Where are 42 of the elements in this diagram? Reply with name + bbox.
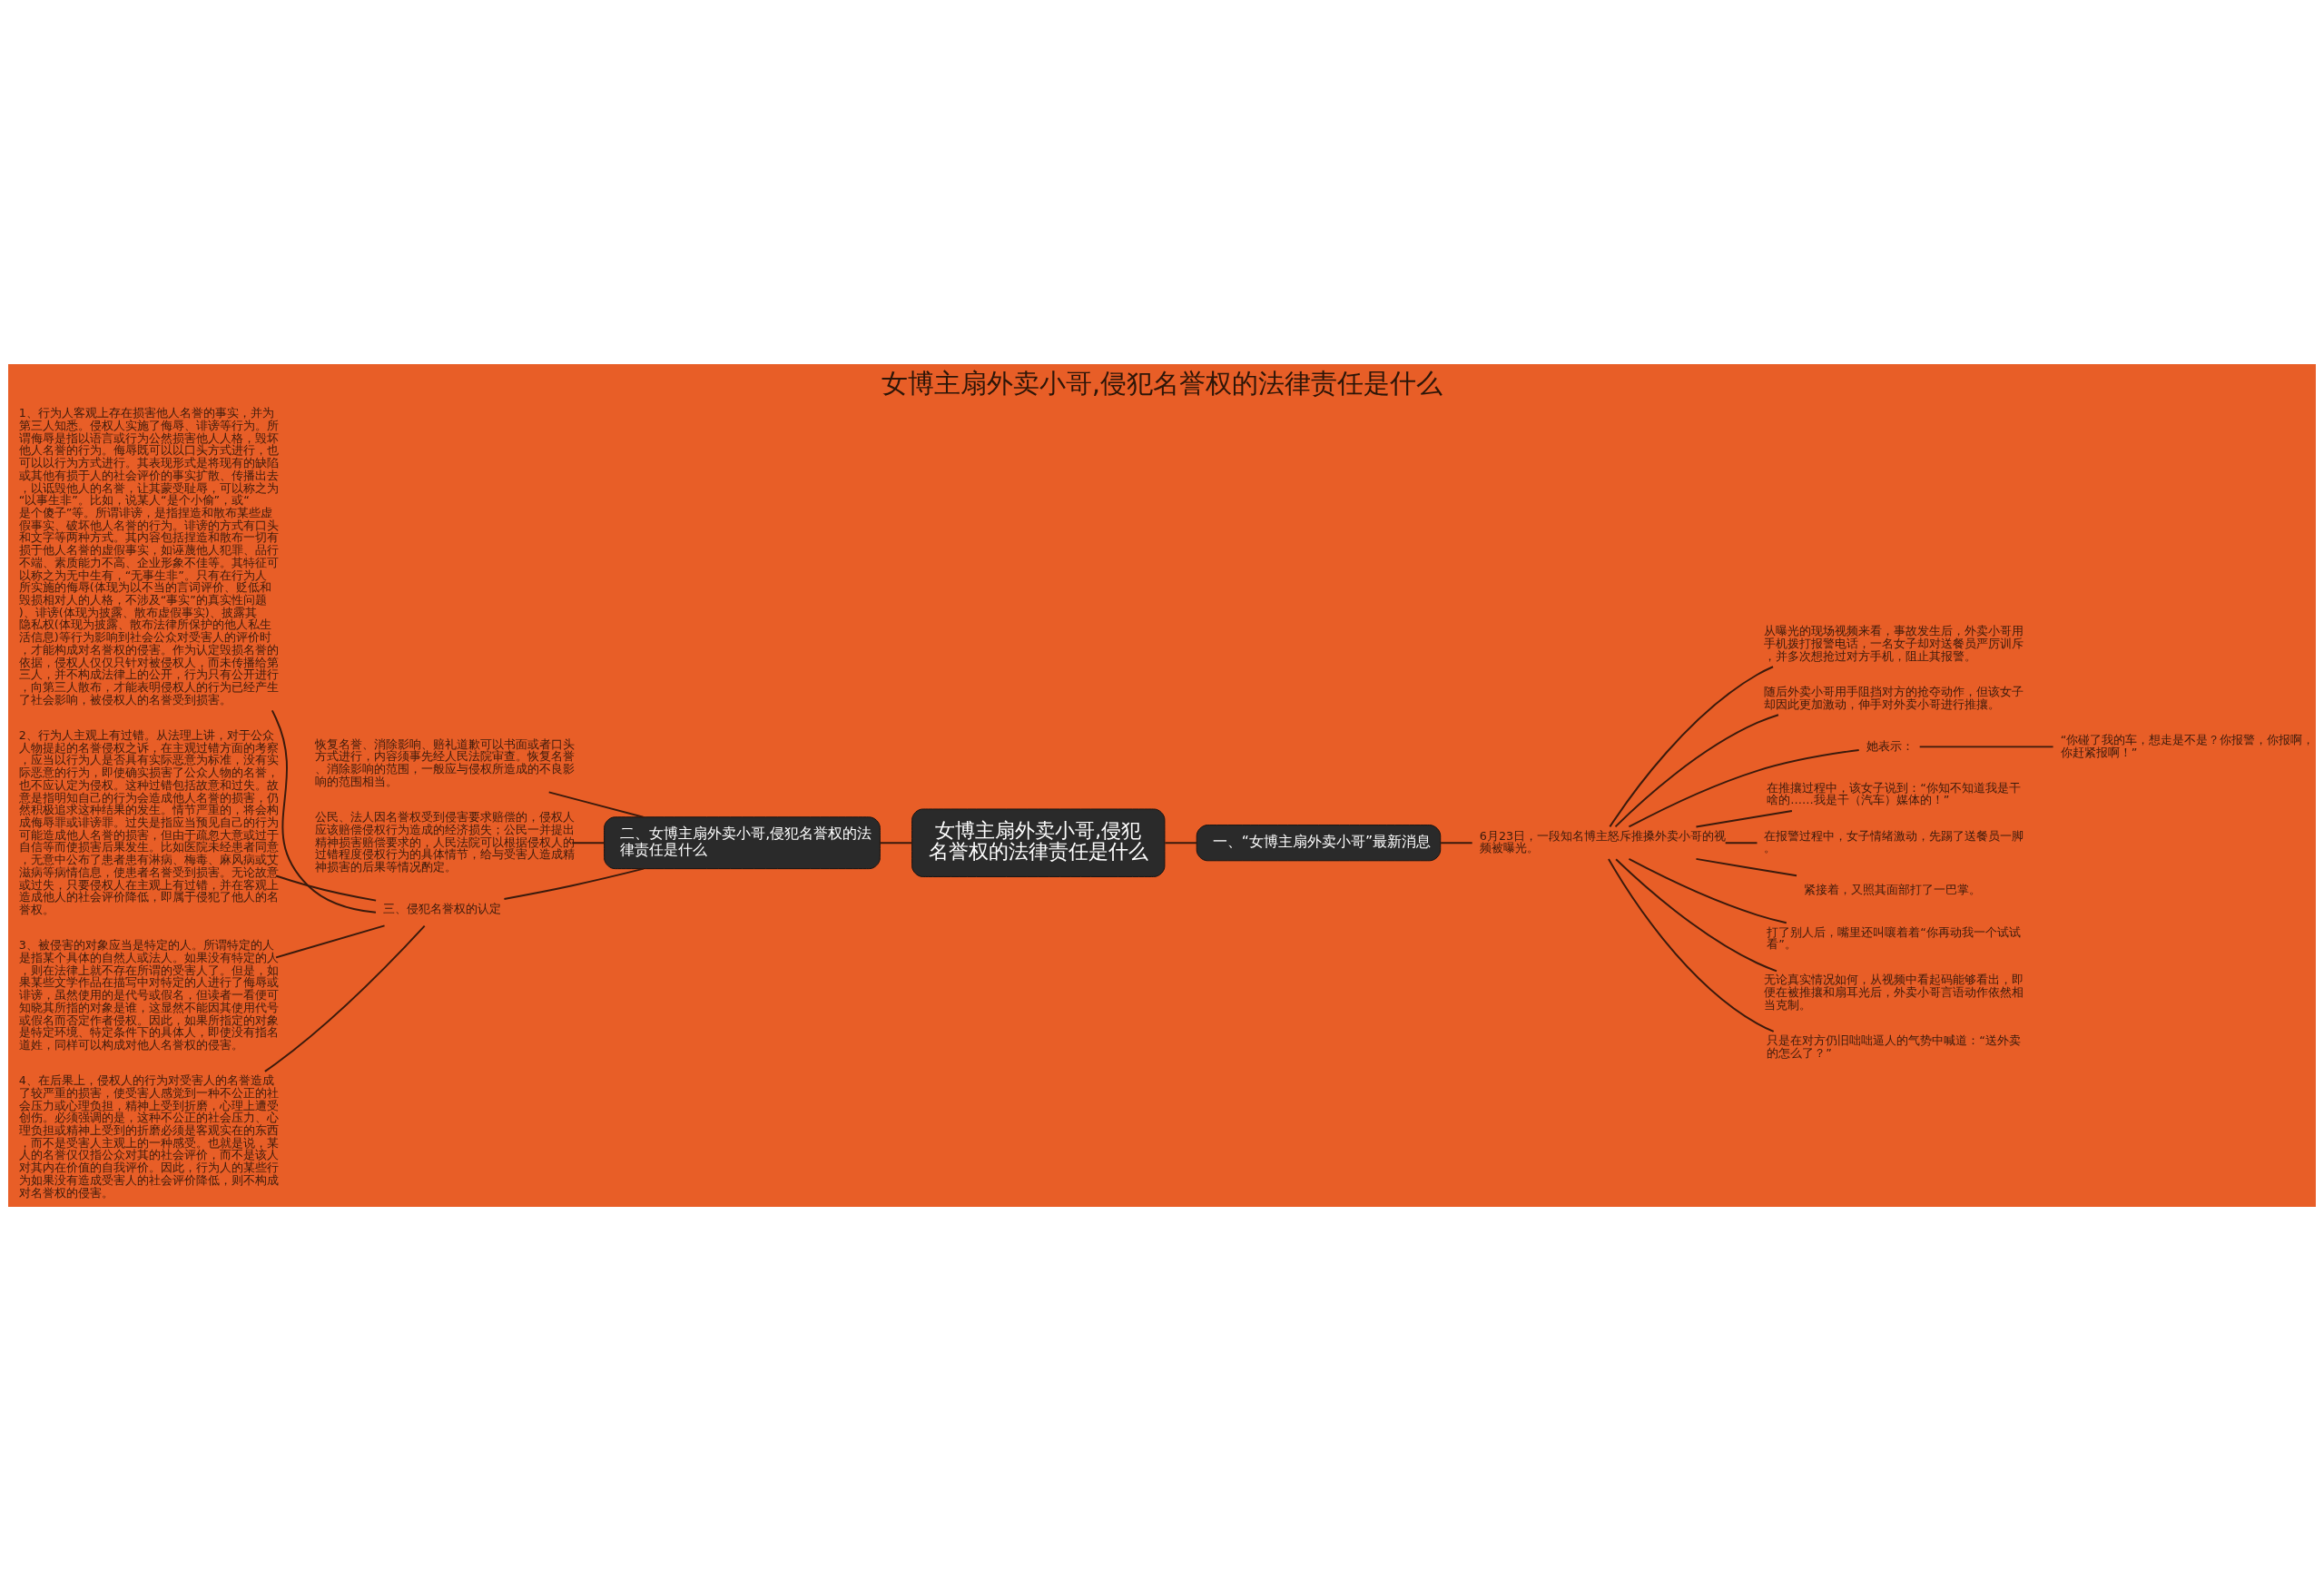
connector: [1695, 810, 1793, 828]
node-text: 无论真实情况如何，从视频中看起码能够看出，即便在被推攘和扇耳光后，外卖小哥言语动作依然相当克制。: [1764, 973, 2024, 1012]
node-text: 恢复名誉、消除影响、赔礼道歉可以书面或者口头方式进行，内容须事先经人民法院审查。恢复名誉、消除影响的范围，一般应与侵权所造成的不良影响的范围相当。: [315, 736, 576, 788]
connector: [1608, 858, 1775, 1033]
node-text: 她表示：: [1866, 738, 1914, 753]
connector: [879, 842, 913, 845]
node-box: 一、“女博主扇外卖小哥”最新消息: [1196, 825, 1442, 862]
connector: [271, 709, 377, 914]
node-text: 在推攘过程中，该女子说到：“你知不知道我是干啥的……我是干（汽车）媒体的！”: [1767, 780, 2021, 807]
node-text: 4、在后果上，侵权人的行为对受害人的名誉造成了较严重的损害，使受害人感觉到一种不公正的社会压力或心理负担，精神上受到折磨，心理上遭受创伤。必须强调的是，这种不公正的社会压力、心理负担或精神上受到的折磨必须是客观实在的东西，而不是受害人主观上的一种感受。也就是说，某人的名誉仅仅指公众对其的社会评价，而不是该人对其内在价值的自我评价。因此，行为人的某些行为如果没有造成受害人的社会评价降低，则不构成对名誉权的侵害。: [18, 1073, 279, 1200]
node-box: 女博主扇外卖小哥,侵犯名誉权的法律责任是什么: [911, 808, 1166, 877]
connector: [1628, 749, 1860, 828]
node-text: 3、被侵害的对象应当是特定的人。所谓特定的人是指某个具体的自然人或法人。如果没有特定的人，则在法律上就不存在所谓的受害人了。但是，如果某些文学作品在描写中对特定的人进行了侮辱或诽谤，虽然使用的是代号或假名，但读者一看便可知晓其所指的对象是谁，这显然不能因其使用代号或假名而否定作者侵权。因此，如果所指定的对象是特定环境、特定条件下的具体人，即使没有指名道姓，同样可以构成对他人名誉权的侵害。: [18, 938, 279, 1052]
node-text: 6月23日，一段知名博主怒斥推搡外卖小哥的视频被曝光。: [1479, 828, 1727, 855]
connector: [263, 924, 426, 1072]
node-box: 二、女博主扇外卖小哥,侵犯名誉权的法律责任是什么: [604, 816, 881, 870]
node-text: 打了别人后，嘴里还叫嚷着着“你再动我一个试试看”。: [1767, 924, 2021, 952]
diagram-title: 女博主扇外卖小哥,侵犯名誉权的法律责任是什么: [881, 368, 1443, 400]
node-text: 2、行为人主观上有过错。从法理上讲，对于公众人物提起的名誉侵权之诉，在主观过错方面的考察，应当以行为人是否具有实际恶意为标准，没有实际恶意的行为，即使确实损害了公众人物的名誉，也不应认定为侵权。这种过错包括故意和过失。故意是指明知自己的行为会造成他人名誉的损害，仍然积极追求这种结果的发生。情节严重的，将会构成侮辱罪或诽谤罪。过失是指应当预见自己的行为可能造成他人名誉的损害，但由于疏忽大意或过于自信等而使损害后果发生。比如医院未经患者同意，无意中公布了患者患有淋病、梅毒、麻风病或艾滋病等病情信息，使患者名誉受到损害。无论故意或过失，只要侵权人在主观上有过错，并在客观上造成他人的社会评价降低，即属于侵犯了他人的名誉权。: [18, 727, 279, 917]
connector: [1609, 666, 1775, 828]
connector: [1695, 857, 1797, 877]
connector: [1724, 842, 1758, 845]
node-text: 1、行为人客观上存在损害他人名誉的事实，并为第三人知悉。侵权人实施了侮辱、诽谤等行为。所谓侮辱是指以语言或行为公然损害他人人格，毁坏他人名誉的行为。侮辱既可以以口头方式进行，也可以以行为方式进行。其表现形式是将现有的缺陷或其他有损于人的社会评价的事实扩散、传播出去，以诋毁他人的名誉，让其蒙受耻辱，可以称之为“以事生非”。比如，说某人“是个小偷”，或“是个傻子”等。所谓诽谤，是指捏造和散布某些虚假事实、破坏他人名誉的行为。诽谤的方式有口头和文字等两种方式。其内容包括捏造和散布一切有损于他人名誉的虚假事实，如诬蔑他人犯罪、品行不端、素质能力不高、企业形象不佳等。其特征可以称之为无中生有，“无事生非”。只有在行为人所实施的侮辱(体现为以不当的言词评价、贬低和毁损相对人的人格，不涉及“事实”的真实性问题)、诽谤(体现为披露、散布虚假事实)、披露其隐私权(体现为披露、散布法律所保护的他人私生活信息)等行为影响到社会公众对受害人的评价时，才能构成对名誉权的侵害。作为认定毁损名誉的依据，侵权人仅仅只针对被侵权人，而未传播给第三人，并不构成法律上的公开，行为只有公开进行，向第三人散布，才能表明侵权人的行为已经产生了社会影响，被侵权人的名誉受到损害。: [18, 406, 279, 706]
connector: [1628, 857, 1787, 924]
node-text: 在报警过程中，女子情绪激动，先踢了送餐员一脚。: [1764, 828, 2024, 855]
connector: [1614, 714, 1779, 828]
node-text: “你碰了我的车，想走是不是？你报警，你报啊，你赶紧报啊！”: [2060, 732, 2315, 759]
connector: [275, 874, 378, 902]
connector: [275, 924, 386, 959]
connector: [1918, 746, 2054, 748]
connector: [547, 791, 645, 818]
node-text: 公民、法人因名誉权受到侵害要求赔偿的，侵权人应该赔偿侵权行为造成的经济损失；公民一并提出精神损害赔偿要求的，人民法院可以根据侵权人的过错程度侵权行为的具体情节，给与受害人造成精神损害的后果等情况酌定。: [315, 810, 576, 874]
node-text: 三、侵犯名誉权的认定: [383, 902, 502, 916]
node-text: 只是在对方仍旧咄咄逼人的气势中喊道：“送外卖的怎么了？”: [1767, 1033, 2021, 1060]
connector: [503, 867, 645, 900]
node-text: 从曝光的现场视频来看，事故发生后，外卖小哥用手机拨打报警电话，一名女子却对送餐员严厉训斥，并多次想抢过对方手机，阻止其报警。: [1764, 624, 2024, 663]
connector: [1615, 858, 1777, 973]
node-text: 随后外卖小哥用手阻挡对方的抢夺动作，但该女子却因此更加激动，伸手对外卖小哥进行推攘。: [1764, 684, 2024, 711]
connector: [571, 842, 606, 845]
node-text: 紧接着，又照其面部打了一巴掌。: [1804, 883, 1982, 897]
connector: [1440, 842, 1473, 845]
connector: [1164, 842, 1198, 845]
